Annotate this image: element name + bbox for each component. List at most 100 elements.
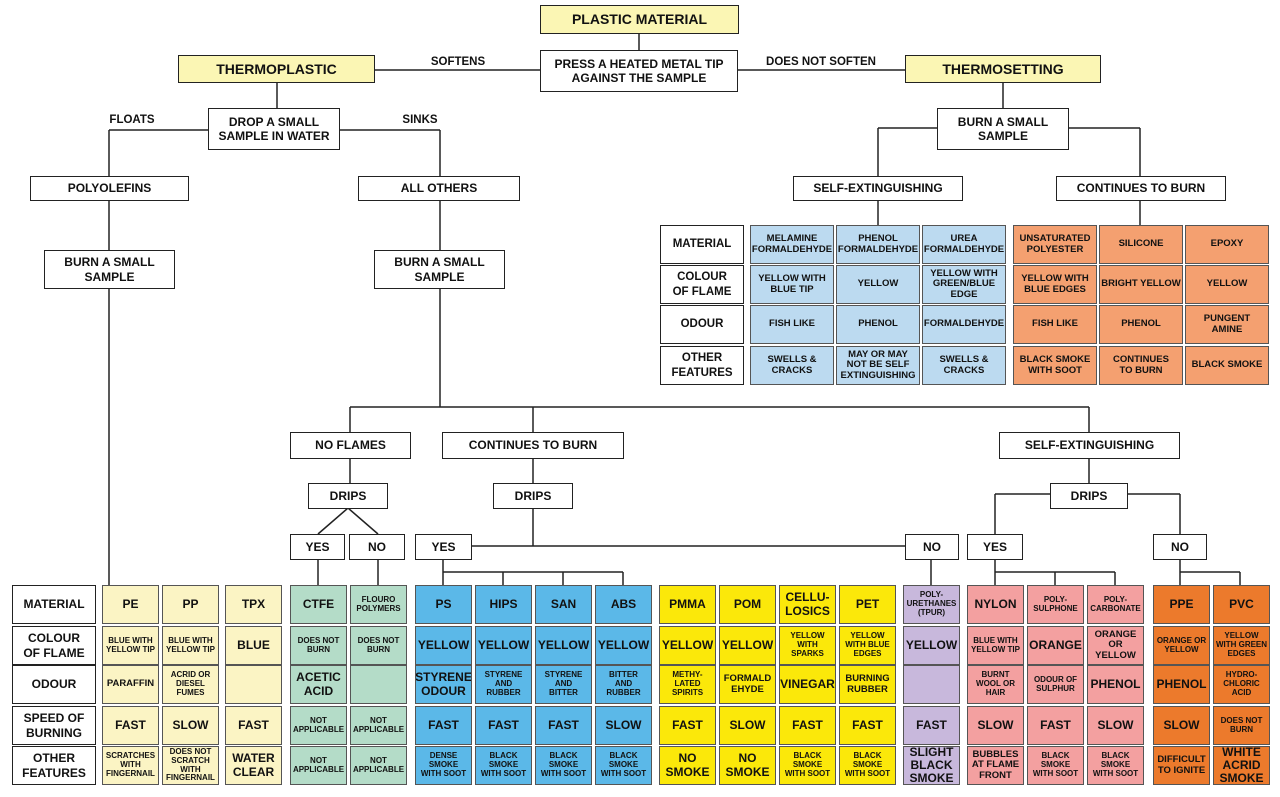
continues-to-burn-box: CONTINUES TO BURN	[442, 432, 624, 459]
main-table-cell: ORANGE OR YELLOW	[1087, 626, 1144, 665]
main-table-cell: BURNING RUBBER	[839, 665, 896, 704]
thermoset-cell-material: SILICONE	[1099, 225, 1183, 264]
thermoset-cell-flame: YELLOW WITH GREEN/BLUE EDGE	[922, 265, 1006, 304]
main-table-cell: SCRATCHES WITH FINGERNAIL	[102, 746, 159, 785]
main-table-cell: POLY- CARBONATE	[1087, 585, 1144, 624]
main-table-cell: YELLOW	[475, 626, 532, 665]
main-table-cell: POM	[719, 585, 776, 624]
main-table-cell: YELLOW WITH GREEN EDGES	[1213, 626, 1270, 665]
main-table-cell: FAST	[659, 706, 716, 745]
main-table-cell: FAST	[1027, 706, 1084, 745]
main-table-cell: SAN	[535, 585, 592, 624]
polyolefins-box: POLYOLEFINS	[30, 176, 189, 201]
all-others-box: ALL OTHERS	[358, 176, 520, 201]
thermoplastic-box: THERMOPLASTIC	[178, 55, 375, 83]
main-table-cell: BLACK SMOKE WITH SOOT	[475, 746, 532, 785]
main-table-cell: NO SMOKE	[719, 746, 776, 785]
main-table-cell: ODOUR OF SULPHUR	[1027, 665, 1084, 704]
main-table-cell: PHENOL	[1087, 665, 1144, 704]
main-table-cell: VINEGAR	[779, 665, 836, 704]
main-table-cell: YELLOW	[535, 626, 592, 665]
main-table-cell: NOT APPLICABLE	[290, 706, 347, 745]
thermoset-cell-flame: BRIGHT YELLOW	[1099, 265, 1183, 304]
main-table-cell: FAST	[535, 706, 592, 745]
thermoset-cell-other: BLACK SMOKE	[1185, 346, 1269, 385]
main-table-cell: STYRENE AND RUBBER	[475, 665, 532, 704]
sinks-label: SINKS	[402, 114, 438, 126]
no-box-continues: NO	[905, 534, 959, 560]
main-table-cell: DOES NOT BURN	[1213, 706, 1270, 745]
thermoset-row-header: COLOUR OF FLAME	[660, 265, 744, 304]
main-table-cell: BURNT WOOL OR HAIR	[967, 665, 1024, 704]
thermoset-cell-other: BLACK SMOKE WITH SOOT	[1013, 346, 1097, 385]
main-row-header: ODOUR	[12, 665, 96, 704]
thermoset-cell-material: UNSATURATED POLYESTER	[1013, 225, 1097, 264]
main-table-cell: SLIGHT BLACK SMOKE	[903, 746, 960, 785]
burn-sample-thermoset-box: BURN A SMALL SAMPLE	[937, 108, 1069, 150]
main-table-cell: BLUE WITH YELLOW TIP	[967, 626, 1024, 665]
main-table-cell: DOES NOT SCRATCH WITH FINGERNAIL	[162, 746, 219, 785]
main-table-cell: FAST	[415, 706, 472, 745]
main-table-cell: YELLOW	[903, 626, 960, 665]
thermoset-cell-material: MELAMINE FORMALDEHYDE	[750, 225, 834, 264]
main-table-cell: PE	[102, 585, 159, 624]
main-table-cell: PPE	[1153, 585, 1210, 624]
main-table-cell: YELLOW WITH BLUE EDGES	[839, 626, 896, 665]
yes-box-no-flames: YES	[290, 534, 345, 560]
burn-sample-others-box: BURN A SMALL SAMPLE	[374, 250, 505, 289]
main-table-cell: BLACK SMOKE WITH SOOT	[595, 746, 652, 785]
drips-box-self-ext: DRIPS	[1050, 483, 1128, 509]
thermoset-row-header: MATERIAL	[660, 225, 744, 264]
heated-tip-test-box: PRESS A HEATED METAL TIP AGAINST THE SAM…	[540, 50, 738, 92]
main-table-cell: FAST	[779, 706, 836, 745]
main-table-cell: BLUE WITH YELLOW TIP	[102, 626, 159, 665]
thermoset-cell-other: MAY OR MAY NOT BE SELF EXTINGUISHING	[836, 346, 920, 385]
drop-in-water-box: DROP A SMALL SAMPLE IN WATER	[208, 108, 340, 150]
main-table-cell: YELLOW WITH SPARKS	[779, 626, 836, 665]
main-table-cell: ACETIC ACID	[290, 665, 347, 704]
main-table-cell: PET	[839, 585, 896, 624]
thermoset-cell-odour: PHENOL	[836, 305, 920, 344]
main-table-cell: NO SMOKE	[659, 746, 716, 785]
main-table-cell: NYLON	[967, 585, 1024, 624]
main-table-cell: FORMALD EHYDE	[719, 665, 776, 704]
main-table-cell: DENSE SMOKE WITH SOOT	[415, 746, 472, 785]
thermoset-cell-other: CONTINUES TO BURN	[1099, 346, 1183, 385]
main-table-cell: NOT APPLICABLE	[350, 706, 407, 745]
softens-label: SOFTENS	[430, 56, 486, 68]
main-table-cell: NOT APPLICABLE	[290, 746, 347, 785]
main-table-cell: YELLOW	[415, 626, 472, 665]
main-table-cell: FAST	[903, 706, 960, 745]
yes-box-continues: YES	[415, 534, 472, 560]
main-table-cell: NOT APPLICABLE	[350, 746, 407, 785]
main-table-cell: ORANGE	[1027, 626, 1084, 665]
main-table-cell: FAST	[102, 706, 159, 745]
main-table-cell: BLACK SMOKE WITH SOOT	[535, 746, 592, 785]
main-table-cell: BLUE WITH YELLOW TIP	[162, 626, 219, 665]
thermoset-continues-to-burn-box: CONTINUES TO BURN	[1056, 176, 1226, 201]
main-table-cell: YELLOW	[719, 626, 776, 665]
yes-box-self-ext: YES	[967, 534, 1023, 560]
main-table-cell: STYRENE AND BITTER	[535, 665, 592, 704]
main-row-header: MATERIAL	[12, 585, 96, 624]
main-table-cell: PARAFFIN	[102, 665, 159, 704]
main-table-cell: SLOW	[1087, 706, 1144, 745]
main-table-cell: CELLU- LOSICS	[779, 585, 836, 624]
main-table-cell: STYRENE ODOUR	[415, 665, 472, 704]
thermoset-cell-flame: YELLOW	[1185, 265, 1269, 304]
thermosetting-box: THERMOSETTING	[905, 55, 1101, 83]
main-table-cell: POLY- URETHANES (TPUR)	[903, 585, 960, 624]
main-table-cell: ACRID OR DIESEL FUMES	[162, 665, 219, 704]
main-table-cell: METHY- LATED SPIRITS	[659, 665, 716, 704]
main-table-cell: ABS	[595, 585, 652, 624]
drips-box-continues: DRIPS	[493, 483, 573, 509]
main-table-cell: BLACK SMOKE WITH SOOT	[1087, 746, 1144, 785]
thermoset-cell-flame: YELLOW	[836, 265, 920, 304]
main-table-cell: BLACK SMOKE WITH SOOT	[839, 746, 896, 785]
main-table-cell: SLOW	[162, 706, 219, 745]
main-table-cell: FAST	[839, 706, 896, 745]
thermoset-cell-odour: FISH LIKE	[1013, 305, 1097, 344]
main-table-cell: HIPS	[475, 585, 532, 624]
main-table-cell: PHENOL	[1153, 665, 1210, 704]
main-table-cell: SLOW	[719, 706, 776, 745]
